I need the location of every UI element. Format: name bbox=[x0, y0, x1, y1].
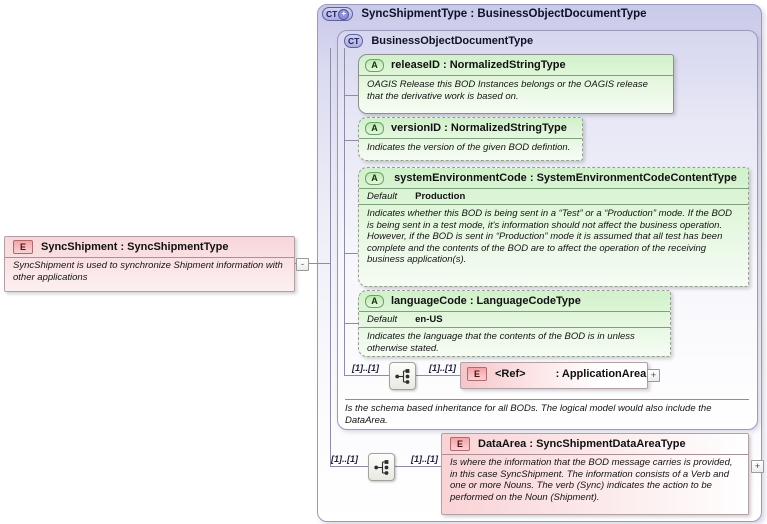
element-icon: E bbox=[467, 367, 487, 381]
base-type-title: BusinessObjectDocumentType bbox=[371, 35, 534, 47]
applicationarea-ref-header[interactable]: E <Ref> : ApplicationArea bbox=[461, 363, 647, 385]
cardinality-label: [1]..[1] bbox=[331, 454, 358, 464]
sequence-icon[interactable] bbox=[389, 362, 416, 390]
base-type-annotation: Is the schema based inheritance for all … bbox=[345, 403, 712, 426]
connector-line bbox=[344, 323, 358, 324]
attribute-default-row: Default Production bbox=[359, 188, 748, 204]
sequence-icon[interactable] bbox=[368, 453, 395, 481]
attribute-versionid-title: A versionID : NormalizedStringType bbox=[359, 118, 582, 138]
complex-type-icon: CT bbox=[344, 34, 364, 48]
default-value: en-US bbox=[415, 314, 443, 325]
cardinality-label: [1]..[1] bbox=[411, 454, 438, 464]
base-type-header[interactable]: CT BusinessObjectDocumentType bbox=[344, 34, 533, 48]
attribute-icon: A bbox=[365, 172, 384, 185]
derived-plus-icon: + bbox=[338, 8, 350, 20]
connector-line bbox=[344, 375, 389, 376]
cardinality-label: [1]..[1] bbox=[352, 363, 379, 373]
attribute-systemenvironmentcode-annotation: Indicates whether this BOD is being sent… bbox=[359, 204, 748, 270]
syncshipment-element-annotation: SyncShipment is used to synchronize Ship… bbox=[5, 257, 294, 286]
dataarea-element-annotation: Is where the information that the BOD me… bbox=[442, 454, 748, 506]
default-value: Production bbox=[415, 191, 466, 202]
element-icon: E bbox=[450, 437, 470, 451]
default-label: Default bbox=[367, 314, 398, 325]
dataarea-element-header[interactable]: E DataArea : SyncShipmentDataAreaType bbox=[442, 434, 748, 454]
attribute-languagecode-title: A languageCode : LanguageCodeType bbox=[359, 291, 670, 311]
sequence-glyph bbox=[374, 459, 389, 475]
syncshipment-element-box[interactable]: E SyncShipment : SyncShipmentType SyncSh… bbox=[4, 236, 295, 292]
complex-type-icon: CT+ bbox=[322, 7, 354, 21]
divider bbox=[345, 399, 749, 400]
attribute-languagecode-box[interactable]: A languageCode : LanguageCodeType Defaul… bbox=[358, 290, 671, 357]
syncshipment-element-header[interactable]: E SyncShipment : SyncShipmentType bbox=[5, 237, 294, 257]
attribute-systemenvironmentcode-title: A systemEnvironmentCode : SystemEnvironm… bbox=[359, 168, 748, 188]
sequence-glyph bbox=[395, 368, 410, 384]
element-icon: E bbox=[13, 240, 33, 254]
connector-line bbox=[344, 253, 358, 254]
attribute-icon: A bbox=[365, 295, 384, 308]
connector-line bbox=[344, 140, 358, 141]
connector-line bbox=[344, 95, 358, 96]
complex-type-header[interactable]: CT+ SyncShipmentType : BusinessObjectDoc… bbox=[322, 7, 647, 21]
connector-line bbox=[330, 466, 368, 467]
dataarea-element-title: DataArea : SyncShipmentDataAreaType bbox=[478, 438, 686, 450]
attribute-systemenvironmentcode-box[interactable]: A systemEnvironmentCode : SystemEnvironm… bbox=[358, 167, 749, 287]
default-label: Default bbox=[367, 191, 398, 202]
attribute-icon: A bbox=[365, 122, 384, 135]
collapse-toggle[interactable]: - bbox=[296, 258, 309, 271]
attribute-icon: A bbox=[365, 59, 384, 72]
expand-toggle[interactable]: + bbox=[751, 460, 764, 473]
ref-name: <Ref> bbox=[495, 368, 526, 380]
ref-type: : ApplicationArea bbox=[555, 368, 647, 380]
attribute-releaseid-annotation: OAGIS Release this BOD Instances belongs… bbox=[359, 75, 673, 106]
attribute-versionid-box[interactable]: A versionID : NormalizedStringType Indic… bbox=[358, 117, 583, 161]
attribute-releaseid-box[interactable]: A releaseID : NormalizedStringType OAGIS… bbox=[358, 54, 674, 114]
attribute-versionid-annotation: Indicates the version of the given BOD d… bbox=[359, 138, 582, 158]
cardinality-label: [1]..[1] bbox=[429, 363, 456, 373]
syncshipment-element-title: SyncShipment : SyncShipmentType bbox=[41, 241, 229, 253]
dataarea-element-box[interactable]: E DataArea : SyncShipmentDataAreaType Is… bbox=[441, 433, 749, 515]
expand-toggle[interactable]: + bbox=[647, 369, 660, 382]
attribute-default-row: Default en-US bbox=[359, 311, 670, 327]
attribute-languagecode-annotation: Indicates the language that the contents… bbox=[359, 327, 670, 356]
connector-line bbox=[294, 263, 330, 264]
applicationarea-ref-box[interactable]: E <Ref> : ApplicationArea bbox=[460, 362, 648, 389]
connector-line bbox=[344, 48, 345, 375]
connector-line bbox=[330, 48, 331, 466]
connector-line bbox=[393, 466, 441, 467]
complex-type-title: SyncShipmentType : BusinessObjectDocumen… bbox=[361, 8, 647, 20]
attribute-releaseid-title: A releaseID : NormalizedStringType bbox=[359, 55, 673, 75]
connector-line bbox=[414, 375, 460, 376]
